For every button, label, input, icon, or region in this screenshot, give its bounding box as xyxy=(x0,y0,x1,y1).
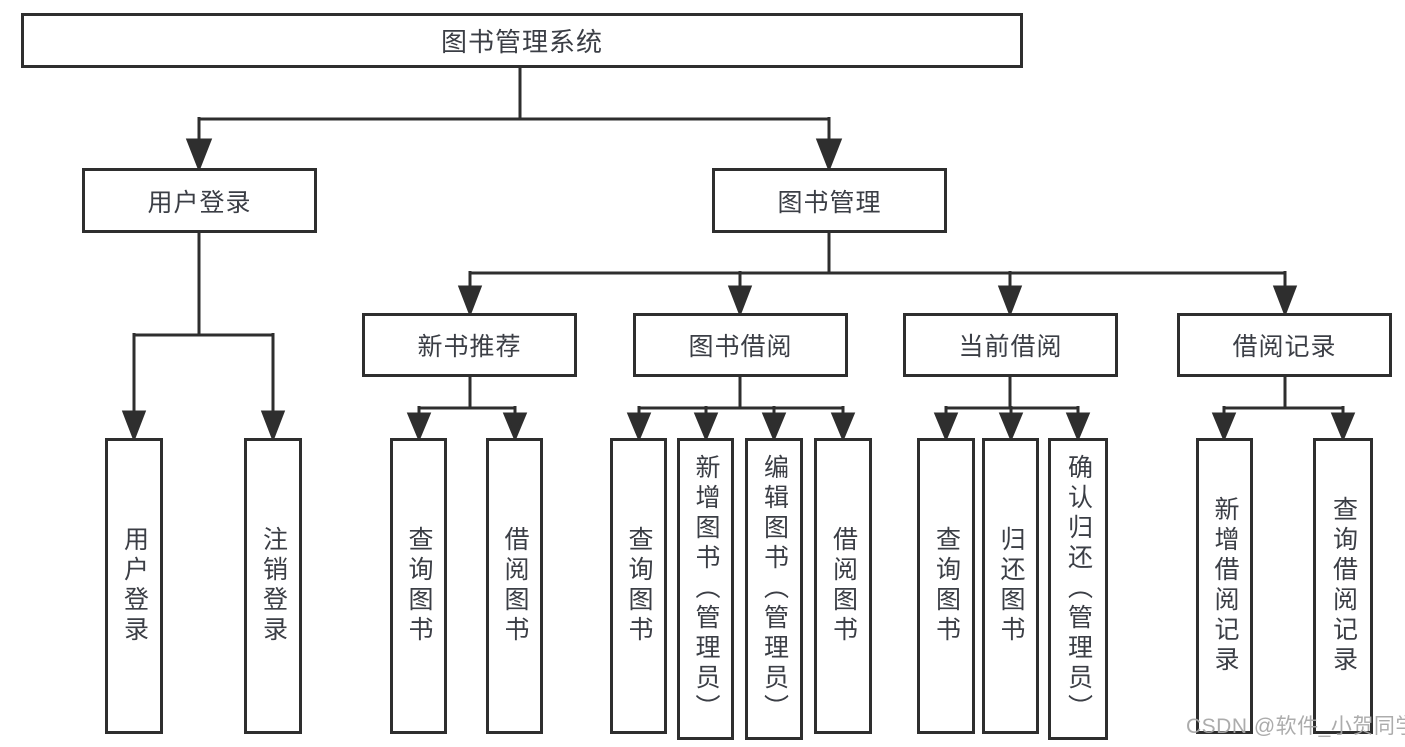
leaf-confirm-return-admin-label: 确认归还（管理员） xyxy=(1064,454,1093,724)
leaf-query-borrow-record-label: 查询借阅记录 xyxy=(1329,496,1358,676)
leaf-logout-label: 注销登录 xyxy=(259,526,288,646)
leaf-borrow-books-borrowing: 借阅图书 xyxy=(814,438,872,734)
leaf-query-books-borrowing: 查询图书 xyxy=(610,438,667,734)
node-library-system-label: 图书管理系统 xyxy=(440,27,603,57)
leaf-query-books-current: 查询图书 xyxy=(917,438,975,734)
node-book-management: 图书管理 xyxy=(712,168,947,233)
node-user-login-label: 用户登录 xyxy=(147,188,252,217)
leaf-query-books-recommend-label: 查询图书 xyxy=(405,526,433,646)
node-book-management-label: 图书管理 xyxy=(777,188,882,217)
leaf-return-books: 归还图书 xyxy=(982,438,1039,734)
node-current-borrowing-label: 当前借阅 xyxy=(958,333,1063,361)
leaf-logout: 注销登录 xyxy=(244,438,302,734)
leaf-borrow-books-recommend-label: 借阅图书 xyxy=(501,526,529,646)
leaf-borrow-books-borrowing-label: 借阅图书 xyxy=(829,526,858,646)
leaf-add-books-admin: 新增图书（管理员） xyxy=(677,438,734,740)
leaf-borrow-books-recommend: 借阅图书 xyxy=(486,438,543,734)
leaf-user-login-label: 用户登录 xyxy=(120,526,149,646)
leaf-query-books-borrowing-label: 查询图书 xyxy=(625,526,653,646)
leaf-add-books-admin-label: 新增图书（管理员） xyxy=(692,454,720,724)
leaf-edit-books-admin-label: 编辑图书（管理员） xyxy=(760,454,789,724)
leaf-query-borrow-record: 查询借阅记录 xyxy=(1313,438,1373,734)
leaf-add-borrow-record: 新增借阅记录 xyxy=(1196,438,1253,734)
node-new-book-recommend: 新书推荐 xyxy=(362,313,577,377)
leaf-add-borrow-record-label: 新增借阅记录 xyxy=(1211,496,1239,676)
leaf-return-books-label: 归还图书 xyxy=(997,526,1025,646)
node-user-login: 用户登录 xyxy=(82,168,317,233)
node-current-borrowing: 当前借阅 xyxy=(903,313,1118,377)
node-borrowing-records: 借阅记录 xyxy=(1177,313,1392,377)
node-new-book-recommend-label: 新书推荐 xyxy=(417,333,522,361)
leaf-confirm-return-admin: 确认归还（管理员） xyxy=(1048,438,1108,740)
leaf-user-login: 用户登录 xyxy=(105,438,163,734)
node-library-system: 图书管理系统 xyxy=(21,13,1023,68)
leaf-query-books-current-label: 查询图书 xyxy=(932,526,961,646)
leaf-edit-books-admin: 编辑图书（管理员） xyxy=(745,438,803,740)
node-book-borrowing-label: 图书借阅 xyxy=(688,333,793,361)
csdn-watermark: CSDN @软件_小贺同学 xyxy=(1186,715,1405,738)
leaf-query-books-recommend: 查询图书 xyxy=(390,438,447,734)
node-book-borrowing: 图书借阅 xyxy=(633,313,848,377)
node-borrowing-records-label: 借阅记录 xyxy=(1232,333,1337,361)
